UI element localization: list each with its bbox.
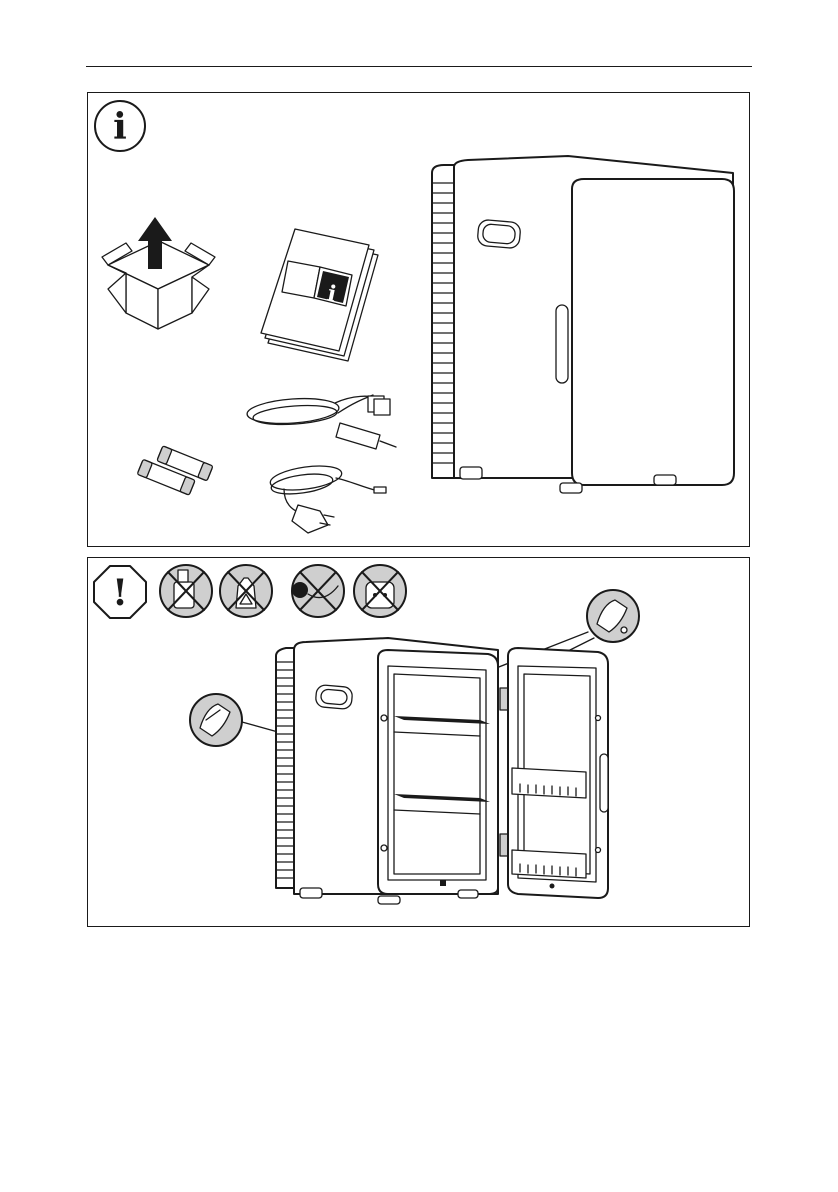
cardboard-box-icon — [102, 217, 215, 329]
scope-of-delivery-panel: i i — [87, 92, 750, 547]
no-immersion-plug-icon — [292, 565, 344, 617]
info-icon: i — [95, 101, 145, 151]
wipe-cloth-icon — [190, 694, 278, 746]
fuses-icon — [137, 446, 213, 495]
refrigerator-closed-icon — [432, 156, 734, 493]
warning-icon-glyph: ! — [112, 572, 128, 614]
dc-cable-icon — [246, 395, 396, 449]
no-wet-socket-icon — [354, 565, 406, 617]
info-icon-glyph: i — [113, 106, 127, 148]
ac-cable-icon — [269, 462, 386, 533]
no-abrasive-bottle-icon — [220, 565, 272, 617]
no-abrasive-spray-icon — [160, 565, 212, 617]
refrigerator-open-icon — [276, 638, 608, 904]
warning-icon: ! — [94, 566, 146, 618]
header-rule — [86, 66, 752, 67]
cleaning-panel: ! — [87, 557, 750, 927]
manual-icon: i — [261, 229, 378, 361]
